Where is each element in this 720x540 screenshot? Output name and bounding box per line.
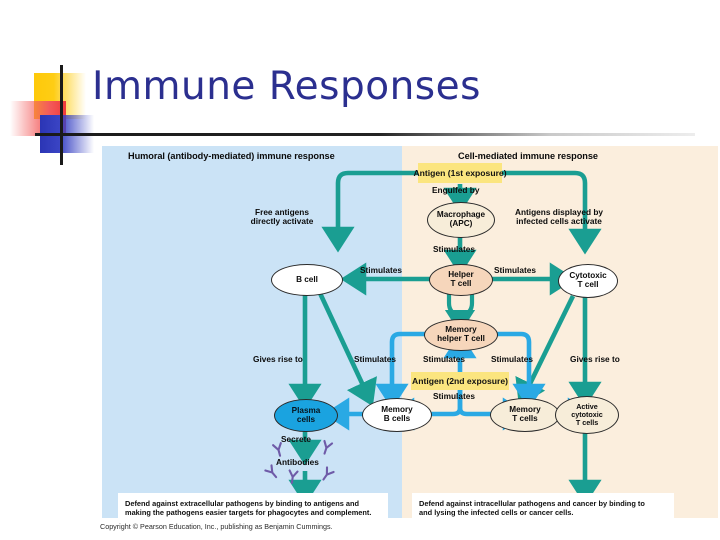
memory-b-cells-label: Memory B cells: [381, 405, 413, 424]
helper-t-line-1: Helper: [448, 270, 474, 280]
antigens-displayed-line-1: Antigens displayed by: [514, 207, 604, 217]
label-antibodies: Antibodies: [276, 457, 319, 467]
memory-helper-line-2: helper T cell: [437, 334, 485, 343]
cytotoxic-t-line-2: T cell: [577, 280, 599, 289]
immune-response-diagram: Humoral (antibody-mediated) immune respo…: [100, 146, 720, 540]
label-stimulates-helper-bcell: Stimulates: [360, 265, 402, 275]
label-stimulates-helper-cytotoxic: Stimulates: [494, 265, 536, 275]
outcome-box-humoral: Defend against extracellular pathogens b…: [118, 493, 388, 519]
label-gives-rise-to-left: Gives rise to: [253, 354, 303, 364]
outcome-cellmed-line-1: Defend against intracellular pathogens a…: [419, 499, 645, 508]
decoration-horizontal-rule: [35, 133, 695, 136]
node-active-cytotoxic-t-cells: Active cytotoxic T cells: [555, 396, 619, 434]
memory-helper-t-label: Memory helper T cell: [437, 325, 485, 344]
plasma-line-2: cells: [296, 414, 316, 424]
diagram-connector-layer: [288, 170, 602, 506]
node-b-cell: B cell: [271, 264, 343, 296]
label-stimulates-below-antigen: Stimulates: [433, 391, 475, 401]
active-cytotoxic-label: Active cytotoxic T cells: [571, 403, 603, 426]
humoral-panel-header: Humoral (antibody-mediated) immune respo…: [128, 151, 335, 161]
memory-t-cells-label: Memory T cells: [509, 405, 541, 424]
free-antigens-line-2: directly activate: [250, 216, 314, 227]
outcome-cellmed-line-2: and lysing the infected cells or cancer …: [419, 508, 574, 518]
memory-t-line-2: T cells: [512, 414, 538, 423]
memory-helper-line-1: Memory: [445, 325, 477, 335]
node-helper-t-cell: Helper T cell: [429, 264, 493, 296]
outcome-humoral-line-2: making the pathogens easier targets for …: [125, 508, 372, 518]
slide-title-block: Immune Responses: [0, 55, 720, 165]
label-stimulates-row-2: Stimulates: [423, 354, 465, 364]
plasma-line-1: Plasma: [291, 405, 321, 415]
b-cell-label: B cell: [296, 274, 318, 284]
page-title: Immune Responses: [92, 64, 481, 109]
label-engulfed-by: Engulfed by: [432, 185, 480, 195]
label-secrete: Secrete: [281, 434, 311, 444]
memory-t-line-1: Memory: [509, 405, 541, 415]
outcome-box-cell-mediated: Defend against intracellular pathogens a…: [412, 493, 674, 519]
cytotoxic-t-line-1: Cytotoxic: [569, 271, 607, 281]
node-memory-helper-t-cell: Memory helper T cell: [424, 319, 498, 351]
cell-mediated-panel-header: Cell-mediated immune response: [458, 151, 598, 161]
label-stimulates-macrophage-helper: Stimulates: [433, 244, 475, 254]
node-cytotoxic-t-cell: Cytotoxic T cell: [558, 264, 618, 298]
helper-t-line-2: T cell: [450, 279, 472, 288]
label-antigens-displayed: Antigens displayed by infected cells act…: [484, 207, 634, 227]
outcome-humoral-line-1: Defend against extracellular pathogens b…: [125, 499, 360, 508]
antigens-displayed-line-2: infected cells activate: [516, 216, 602, 227]
decoration-vertical-rule: [60, 65, 63, 165]
copyright-notice: Copyright © Pearson Education, Inc., pub…: [100, 522, 333, 531]
node-macrophage-label: Macrophage (APC): [436, 210, 486, 229]
free-antigens-line-1: Free antigens: [255, 207, 309, 217]
node-memory-b-cells: Memory B cells: [362, 398, 432, 432]
label-stimulates-row-3: Stimulates: [491, 354, 533, 364]
memory-b-line-1: Memory: [381, 405, 413, 415]
label-gives-rise-to-right: Gives rise to: [570, 354, 620, 364]
memory-b-line-2: B cells: [383, 414, 411, 423]
antigen-second-exposure-tag: Antigen (2nd exposure): [411, 372, 509, 390]
macrophage-line-1: Macrophage: [436, 210, 486, 220]
panel-humoral-response: [102, 146, 402, 518]
plasma-cells-label: Plasma cells: [291, 405, 321, 425]
antigen-first-exposure-tag: Antigen (1st exposure): [413, 163, 507, 183]
active-cyto-line-3: T cells: [575, 417, 599, 427]
label-free-antigens: Free antigens directly activate: [227, 207, 337, 227]
node-memory-t-cells: Memory T cells: [490, 398, 560, 432]
node-plasma-cells: Plasma cells: [274, 399, 338, 432]
label-stimulates-row-1: Stimulates: [354, 354, 396, 364]
macrophage-line-2: (APC): [449, 219, 473, 228]
cytotoxic-t-cell-label: Cytotoxic T cell: [569, 271, 607, 290]
helper-t-cell-label: Helper T cell: [448, 270, 474, 289]
